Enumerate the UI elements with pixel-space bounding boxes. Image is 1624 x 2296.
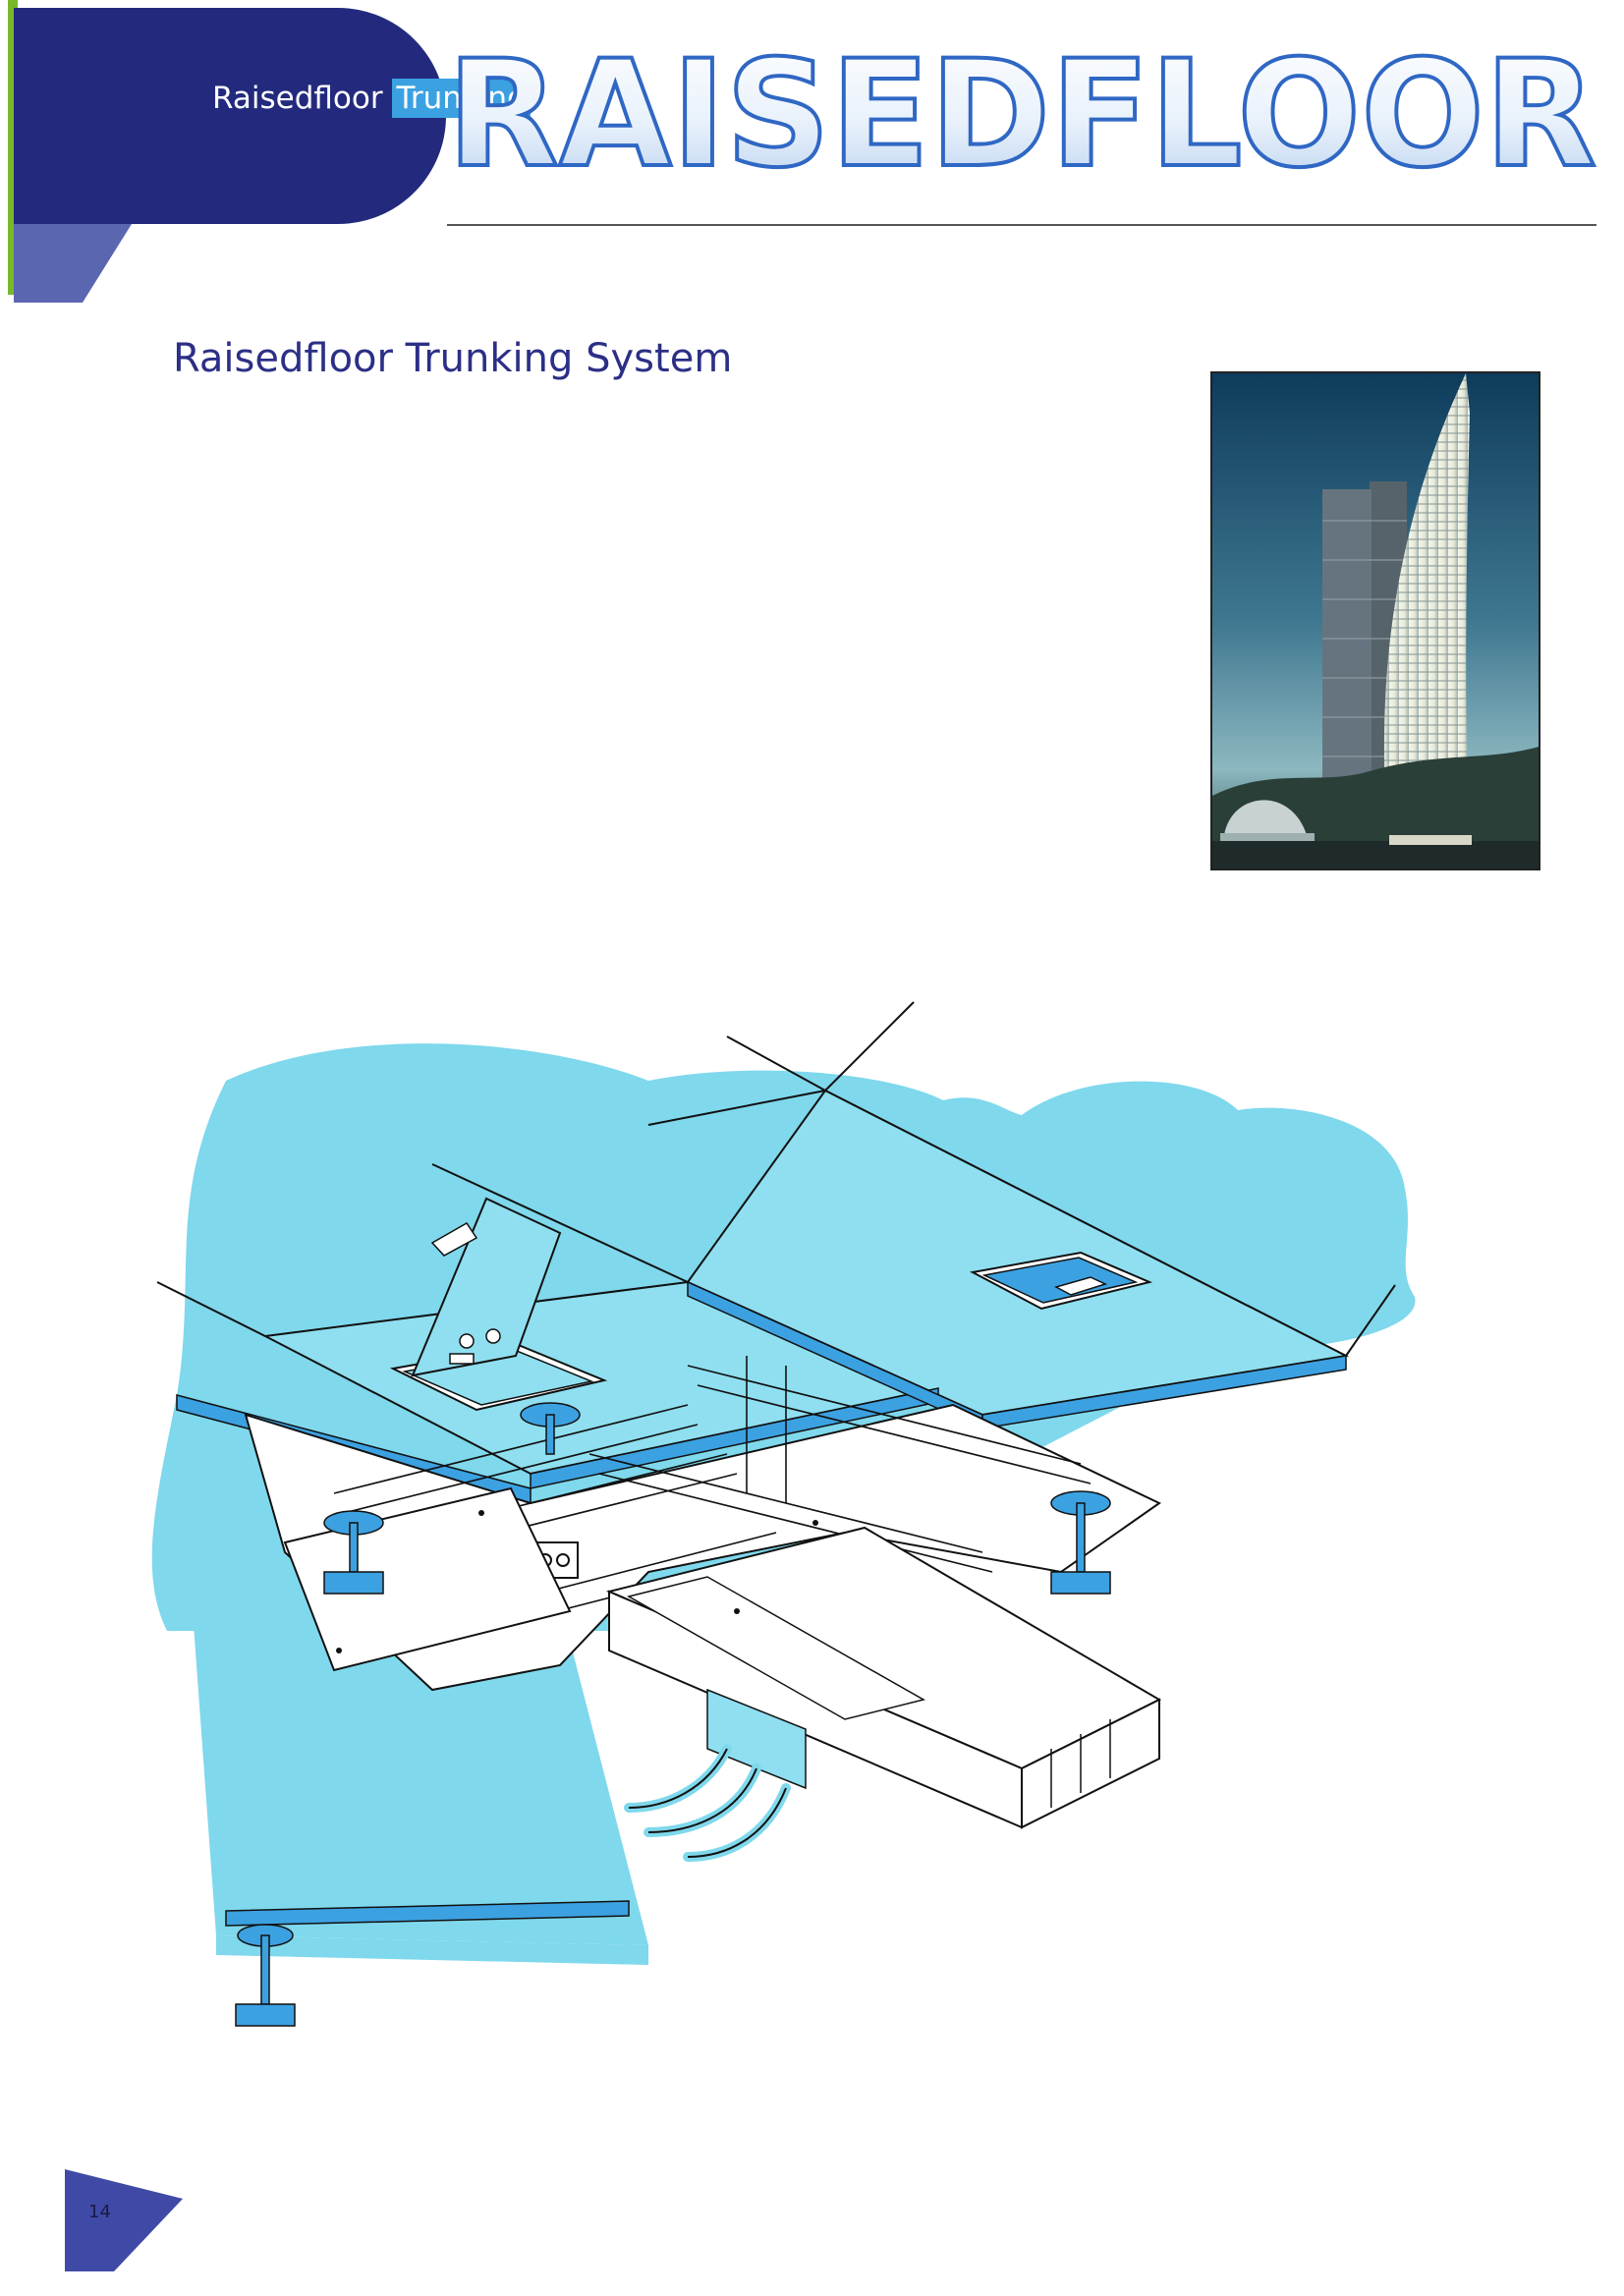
- brand-word: RAISEDFLOOR: [447, 49, 1596, 196]
- brand-wordmark: RAISEDFLOOR: [447, 49, 1598, 196]
- green-edge-strip: [8, 0, 18, 295]
- section-label-part2: Trunking: [392, 79, 531, 118]
- header-rule: [447, 224, 1596, 226]
- header-tail-shape: [14, 224, 132, 303]
- section-label: Raisedfloor Trunking: [212, 79, 531, 118]
- tower-photo: [1210, 371, 1540, 870]
- section-label-part1: Raisedfloor: [212, 81, 383, 116]
- raised-floor-illustration: [151, 1001, 1416, 2027]
- page-number-tab: [65, 2169, 183, 2271]
- page-number: 14: [88, 2202, 111, 2222]
- page-title: Raisedfloor Trunking System: [173, 336, 733, 381]
- header-panel: [14, 8, 446, 224]
